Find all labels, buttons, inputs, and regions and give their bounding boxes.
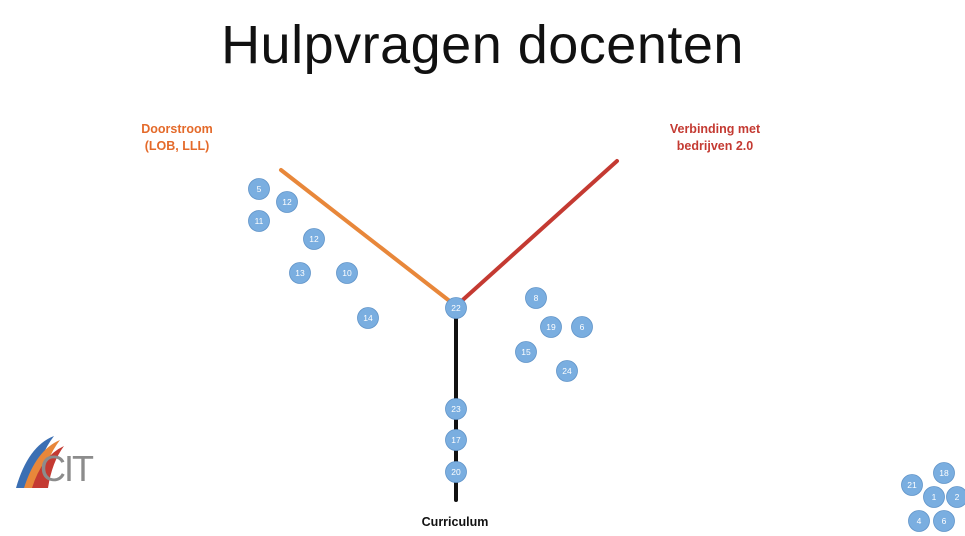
axis-label-verbinding: Verbinding met bedrijven 2.0 [645, 121, 785, 155]
node-right-1: 8 [525, 287, 547, 309]
node-circle [901, 474, 923, 496]
node-circle [540, 316, 562, 338]
node-circle [515, 341, 537, 363]
node-left-1: 5 [248, 178, 270, 200]
node-left-3: 11 [248, 210, 270, 232]
node-circle [445, 297, 467, 319]
node-label: 20 [451, 467, 461, 477]
node-circle [248, 210, 270, 232]
node-circle [946, 486, 965, 508]
node-label: 14 [363, 313, 373, 323]
node-label: 12 [282, 197, 292, 207]
node-circle [445, 461, 467, 483]
node-corner-3: 1 [923, 486, 945, 508]
node-label: 1 [932, 492, 937, 502]
node-right-2: 19 [540, 316, 562, 338]
node-label: 24 [562, 366, 572, 376]
node-label: 15 [521, 347, 531, 357]
node-circle [336, 262, 358, 284]
node-label: 22 [451, 303, 461, 313]
axis-label-curriculum: Curriculum [395, 514, 515, 531]
node-right-3: 6 [571, 316, 593, 338]
axis-label-doorstroom-line2: (LOB, LLL) [144, 139, 210, 153]
axis-line-verbinding [454, 159, 619, 308]
node-right-4: 15 [515, 341, 537, 363]
node-center: 22 [445, 297, 467, 319]
cit-logo-text: CIT [40, 448, 94, 489]
node-label: 12 [309, 234, 319, 244]
node-corner-5: 4 [908, 510, 930, 532]
node-label: 4 [917, 516, 922, 526]
node-circle [571, 316, 593, 338]
axis-line-doorstroom [279, 168, 458, 308]
node-bottom-3: 20 [445, 461, 467, 483]
axis-label-verbinding-line2: bedrijven 2.0 [676, 139, 754, 153]
cit-logo-mark-icon [16, 436, 64, 488]
node-label: 23 [451, 404, 461, 414]
node-circle [303, 228, 325, 250]
node-circle [908, 510, 930, 532]
node-circle [923, 486, 945, 508]
node-circle [556, 360, 578, 382]
node-label: 10 [342, 268, 352, 278]
node-circle [357, 307, 379, 329]
node-left-5: 13 [289, 262, 311, 284]
node-bottom-2: 17 [445, 429, 467, 451]
node-label: 11 [255, 216, 264, 226]
node-left-2: 12 [276, 191, 298, 213]
diagram-title: Hulpvragen docenten [221, 15, 744, 75]
node-circle [525, 287, 547, 309]
node-circle [248, 178, 270, 200]
node-label: 18 [939, 468, 949, 478]
axis-label-curriculum-line1: Curriculum [421, 515, 489, 529]
node-corner-1: 18 [933, 462, 955, 484]
axis-label-verbinding-line1: Verbinding met [669, 122, 761, 136]
node-right-5: 24 [556, 360, 578, 382]
node-label: 21 [907, 480, 917, 490]
node-left-4: 12 [303, 228, 325, 250]
node-label: 6 [942, 516, 947, 526]
node-circle [933, 462, 955, 484]
node-label: 19 [546, 322, 556, 332]
node-left-6: 10 [336, 262, 358, 284]
node-bottom-1: 23 [445, 398, 467, 420]
node-circle [289, 262, 311, 284]
node-label: 5 [257, 184, 262, 194]
axis-label-doorstroom-line1: Doorstroom [141, 122, 213, 136]
node-corner-2: 21 [901, 474, 923, 496]
node-label: 13 [295, 268, 305, 278]
axis-label-doorstroom: Doorstroom (LOB, LLL) [127, 121, 227, 155]
node-left-7: 14 [357, 307, 379, 329]
node-label: 8 [534, 293, 539, 303]
node-label: 6 [580, 322, 585, 332]
node-circle [445, 398, 467, 420]
node-corner-6: 6 [933, 510, 955, 532]
node-label: 2 [955, 492, 960, 502]
node-circle [933, 510, 955, 532]
node-label: 17 [451, 435, 461, 445]
node-corner-4: 2 [946, 486, 965, 508]
node-circle [276, 191, 298, 213]
node-circle [445, 429, 467, 451]
